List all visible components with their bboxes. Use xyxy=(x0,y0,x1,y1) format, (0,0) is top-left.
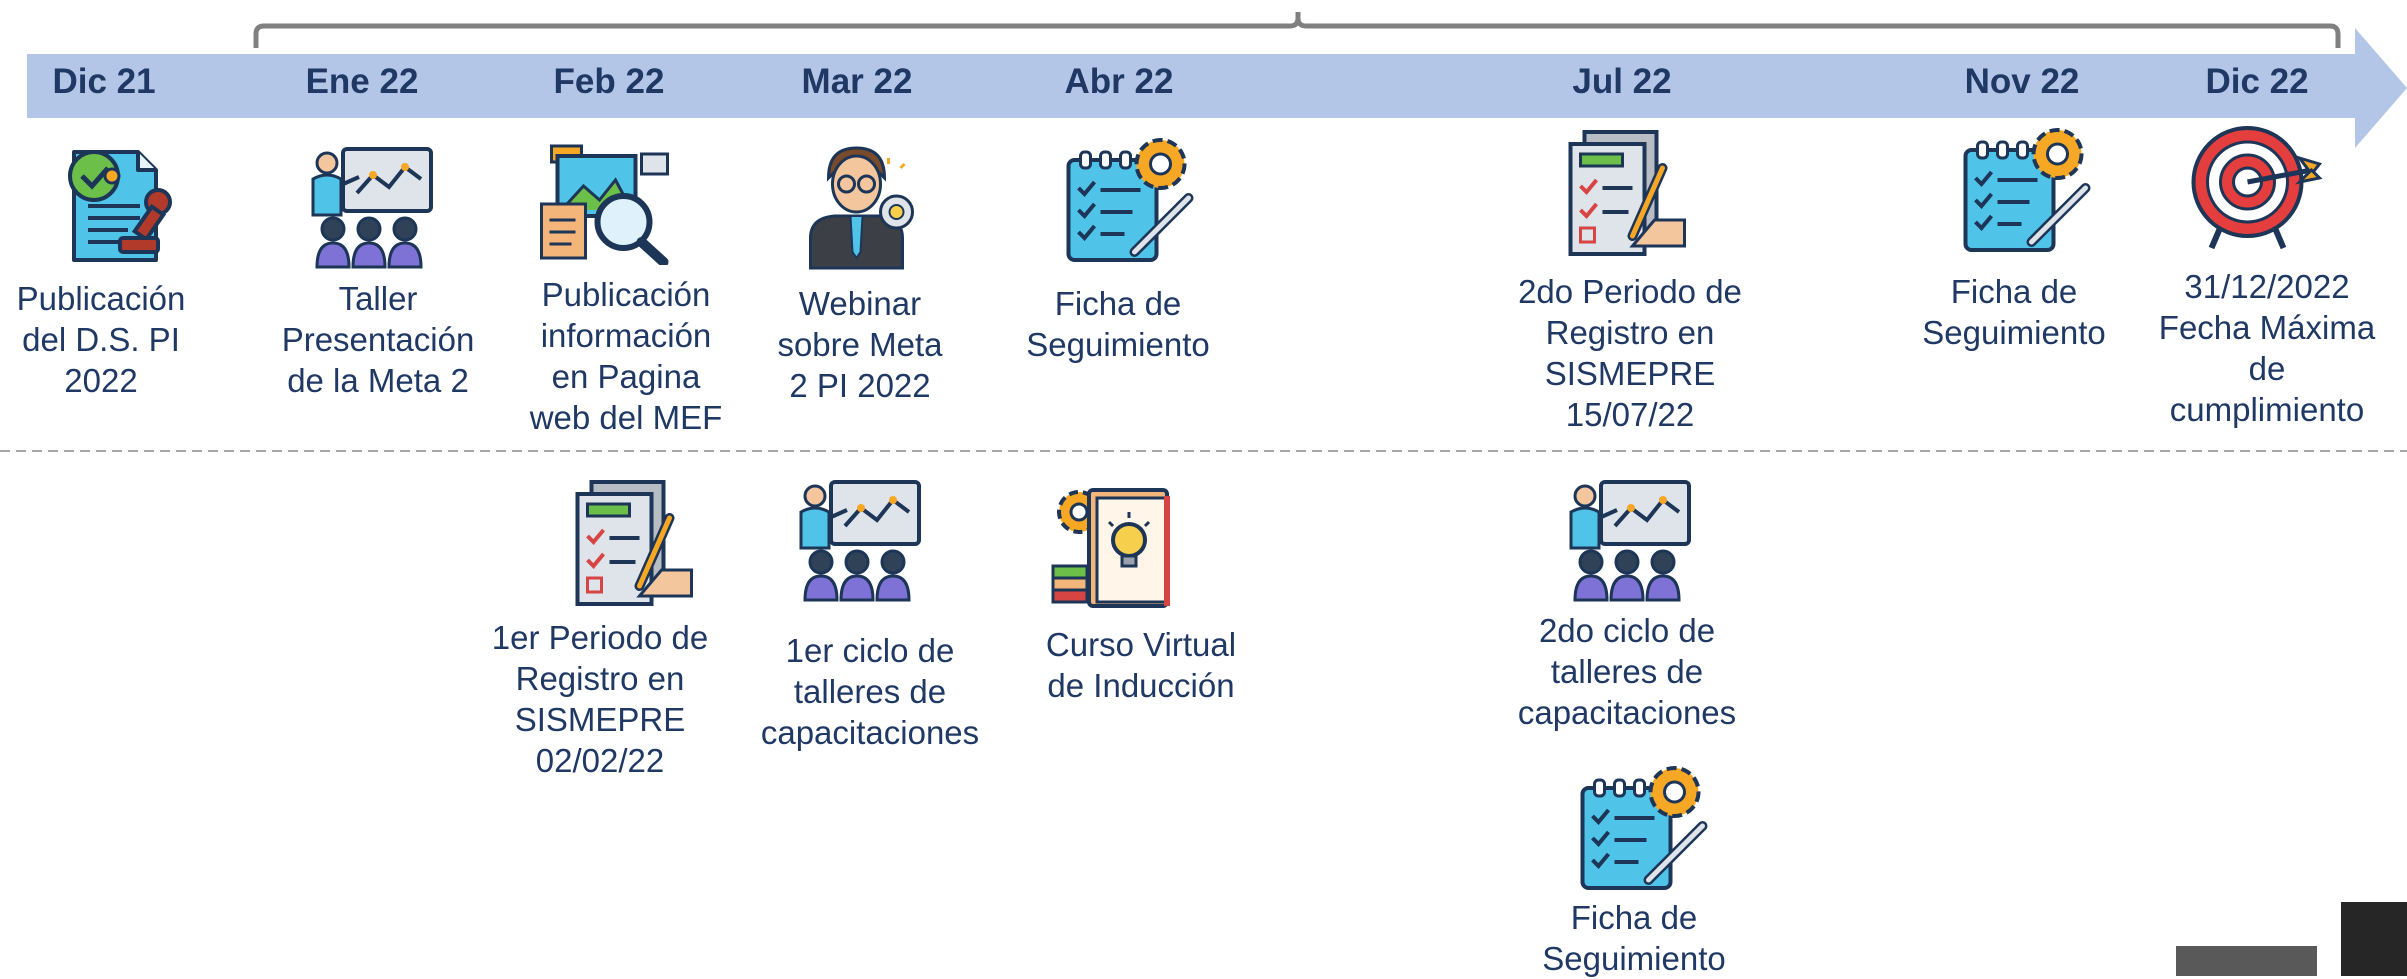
event-label-abr-22: Ficha de Seguimiento xyxy=(1026,285,1210,363)
presenter-idea-icon xyxy=(805,142,920,270)
register-form-icon xyxy=(1563,128,1688,258)
event-label-mar-22: Webinar sobre Meta 2 PI 2022 xyxy=(777,285,943,404)
web-search-icon xyxy=(538,140,673,265)
event-label-ene-22: Taller Presentación de la Meta 2 xyxy=(281,280,475,399)
event-label-dic-21: Publicación del D.S. PI 2022 xyxy=(16,280,186,399)
month-nov-22: Nov 22 xyxy=(1964,62,2080,101)
idea-book-icon xyxy=(1049,482,1179,612)
month-jul-22: Jul 22 xyxy=(1572,62,1672,101)
register-form-icon xyxy=(570,478,695,608)
event-label-feb-22-bottom: 1er Periodo de Registro en SISMEPRE 02/0… xyxy=(491,619,709,779)
divider-line xyxy=(0,450,2407,452)
month-dic-21: Dic 21 xyxy=(52,62,156,101)
month-abr-22: Abr 22 xyxy=(1064,62,1174,101)
event-label-dic-22: 31/12/2022 Fecha Máxima de cumplimiento xyxy=(2158,268,2376,428)
checklist-gear-icon xyxy=(1958,120,2093,255)
presentation-workshop-icon xyxy=(1563,478,1693,603)
event-label-jul-22-bottom: 2do ciclo de talleres de capacitaciones xyxy=(1517,612,1737,731)
month-feb-22: Feb 22 xyxy=(553,62,665,101)
presentation-workshop-icon xyxy=(305,145,435,270)
target-icon xyxy=(2188,124,2323,252)
month-ene-22: Ene 22 xyxy=(305,62,419,101)
checklist-gear-icon xyxy=(1061,130,1196,265)
event-label-feb-22: Publicación información en Pagina web de… xyxy=(529,276,723,436)
event-label-mar-22-bottom: 1er ciclo de talleres de capacitaciones xyxy=(760,632,980,751)
corner-block-light xyxy=(2176,946,2317,976)
timeline-bracket xyxy=(253,12,2341,48)
corner-block-dark xyxy=(2341,902,2407,976)
event-label-nov-22: Ficha de Seguimiento xyxy=(1922,273,2106,351)
document-stamp-icon xyxy=(52,142,172,267)
checklist-gear-icon xyxy=(1575,758,1710,893)
timeline-arrow xyxy=(27,28,2407,148)
event-label-jul-22-bottom-2: Ficha de Seguimiento xyxy=(1542,899,1726,977)
event-label-jul-22: 2do Periodo de Registro en SISMEPRE 15/0… xyxy=(1518,273,1742,433)
month-dic-22: Dic 22 xyxy=(2205,62,2309,101)
month-mar-22: Mar 22 xyxy=(801,62,913,101)
presentation-workshop-icon xyxy=(793,478,923,603)
event-label-abr-22-bottom: Curso Virtual de Inducción xyxy=(1045,626,1237,704)
